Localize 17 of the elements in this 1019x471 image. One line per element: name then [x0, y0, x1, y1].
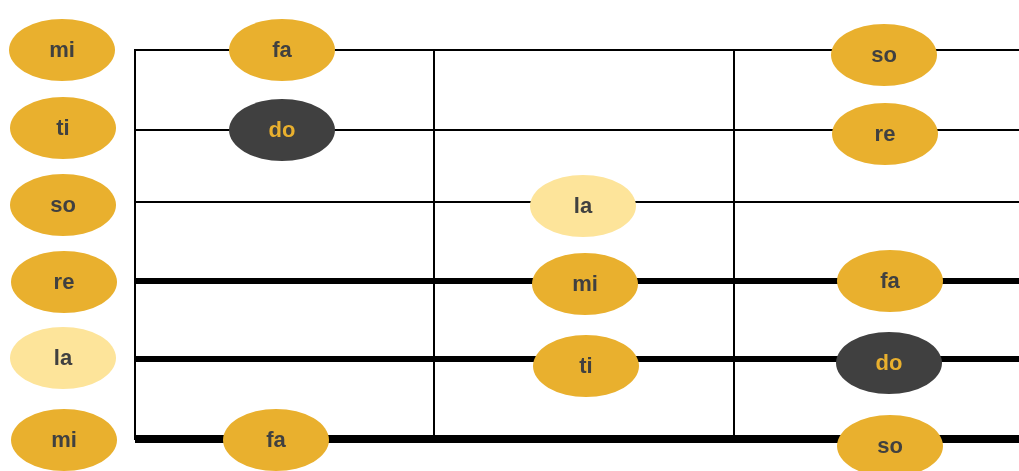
note-name: ti [56, 115, 70, 141]
note-name: ti [579, 353, 593, 379]
note-name: la [53, 345, 73, 371]
note-name: la [573, 193, 593, 219]
note-name: so [50, 192, 76, 218]
note-name: fa [266, 427, 286, 453]
note-name: mi [49, 37, 75, 63]
note-name: mi [51, 427, 77, 453]
note-name: do [268, 117, 296, 143]
note-name: fa [272, 37, 292, 63]
note-name: do [875, 350, 903, 376]
note-name: fa [880, 268, 900, 294]
note-name: re [874, 121, 896, 147]
note-name: so [877, 433, 903, 459]
note-name: mi [572, 271, 598, 297]
note-name: so [871, 42, 897, 68]
note-name: re [53, 269, 75, 295]
